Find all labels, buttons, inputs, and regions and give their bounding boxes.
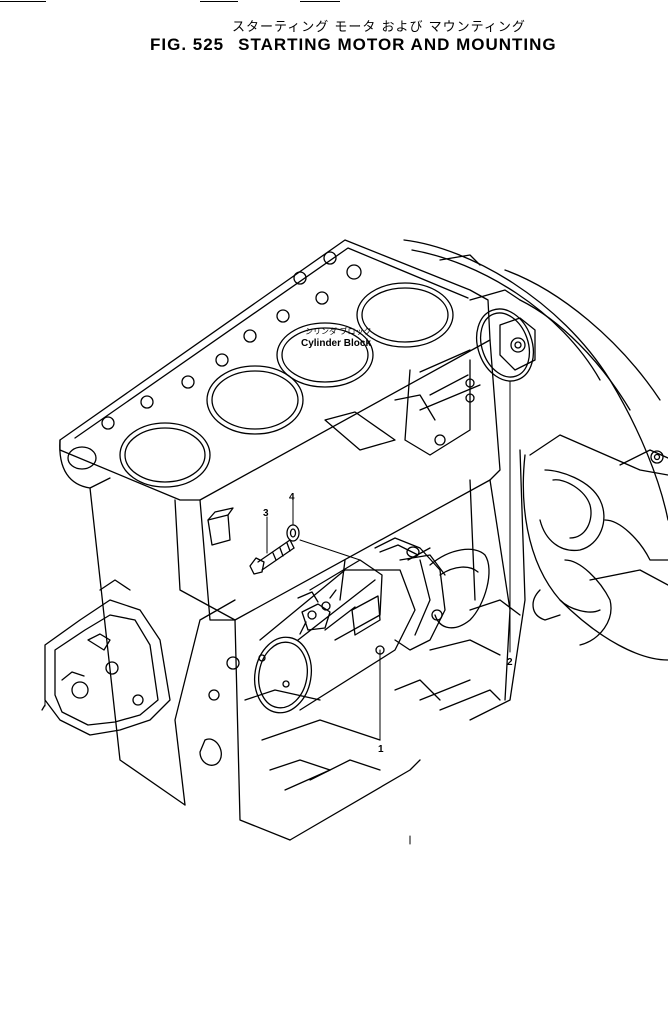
lock-washer [286, 524, 300, 542]
cylinder-block [41, 239, 526, 841]
figure-title-text: STARTING MOTOR AND MOUNTING [238, 35, 557, 54]
part-number-2: 2 [507, 657, 513, 668]
callout-cylinder-block-jp: シリンダ ブロック [305, 326, 372, 336]
top-border-mark-center [200, 1, 238, 2]
top-border-mark-right [300, 1, 340, 2]
part-number-1: 1 [378, 744, 384, 755]
title-japanese: スターティング モータ および マウンティング [232, 20, 526, 35]
o-ring [475, 308, 535, 382]
leader-lines [44, 381, 511, 845]
leader-bolt-to-motor [299, 539, 361, 561]
figure-title: FIG. 525 STARTING MOTOR AND MOUNTING [150, 35, 557, 55]
bolt [249, 539, 295, 575]
starting-motor [253, 537, 490, 714]
top-border-mark-left [0, 1, 46, 2]
part-number-4: 4 [289, 492, 295, 503]
part-number-3: 3 [263, 508, 269, 519]
callout-cylinder-block: Cylinder Block [301, 338, 371, 349]
figure-number: FIG. 525 [150, 35, 225, 54]
